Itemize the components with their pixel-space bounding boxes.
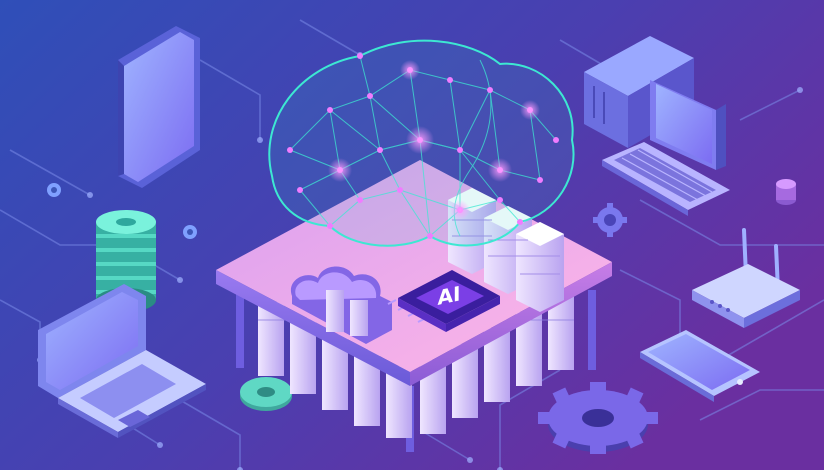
gear-icon bbox=[240, 377, 292, 411]
gear-icon bbox=[183, 225, 197, 239]
ai-chip-icon: AI bbox=[387, 270, 500, 332]
circuit-traces bbox=[0, 19, 824, 470]
gear-icon bbox=[593, 203, 627, 237]
gear-icon bbox=[538, 382, 658, 454]
server-stack-icon bbox=[776, 179, 796, 205]
cloud-icon bbox=[290, 266, 392, 344]
smartphone-icon bbox=[640, 330, 760, 402]
laptop-icon bbox=[38, 284, 206, 438]
gear-icon bbox=[47, 183, 61, 197]
wifi-router-icon bbox=[692, 228, 800, 328]
keyboard-icon bbox=[602, 142, 730, 216]
brain-network-icon bbox=[268, 39, 575, 247]
ai-chip-label: AI bbox=[438, 281, 461, 310]
tablet-icon bbox=[118, 26, 200, 188]
desktop-computer-icon bbox=[584, 36, 726, 170]
